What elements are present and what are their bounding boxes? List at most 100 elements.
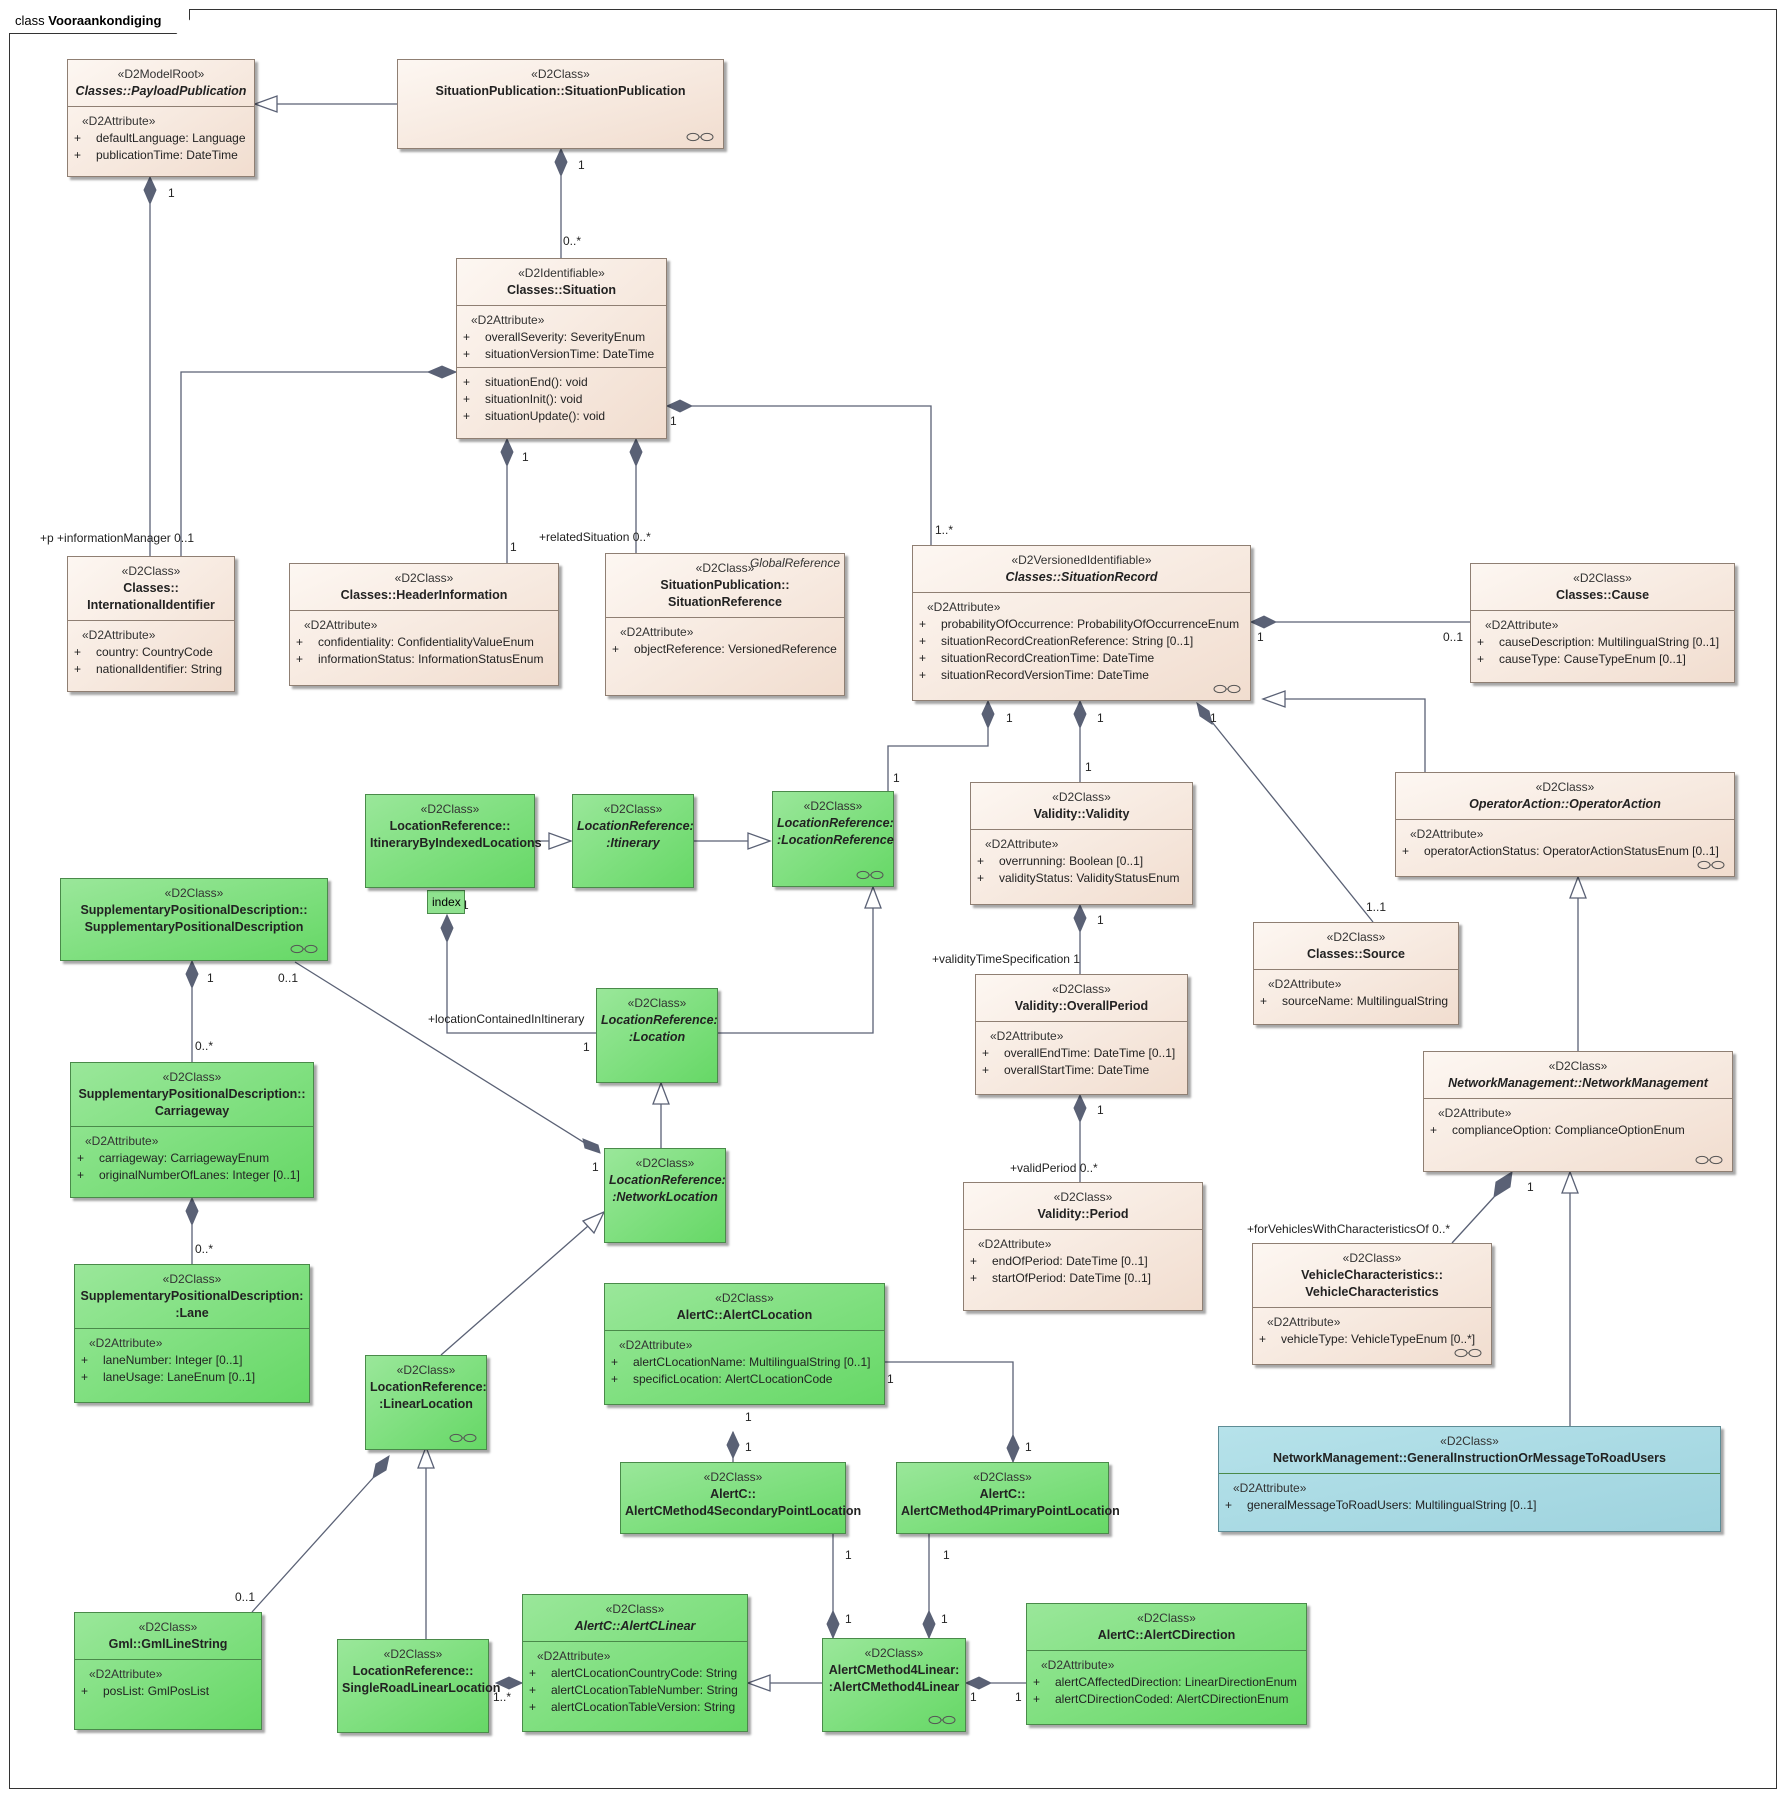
attribute-type: LaneEnum [0..1] bbox=[167, 1370, 256, 1384]
visibility: + bbox=[463, 347, 471, 361]
class-cause[interactable]: «D2Class»Classes::Cause«D2Attribute»+cau… bbox=[1470, 563, 1735, 683]
attribute-row: +situationRecordCreationReference: Strin… bbox=[919, 633, 1244, 650]
composition-diamond bbox=[554, 147, 568, 178]
class-name: LocationReference: :LocationReference bbox=[777, 816, 894, 847]
class-alert-c-method4-secondary-point-location[interactable]: «D2Class»AlertC:: AlertCMethod4Secondary… bbox=[620, 1462, 861, 1534]
attribute-name: vehicleType: bbox=[1281, 1332, 1348, 1346]
class-name: LocationReference: :LinearLocation bbox=[370, 1380, 487, 1411]
multiplicity-label: 1 bbox=[1257, 630, 1264, 644]
class-network-location[interactable]: «D2Class»LocationReference: :NetworkLoca… bbox=[604, 1148, 726, 1243]
class-header: «D2ModelRoot»Classes::PayloadPublication bbox=[68, 60, 254, 106]
class-stereotype: «D2Class» bbox=[420, 802, 480, 816]
attribute-row: +vehicleType: VehicleTypeEnum [0..*] bbox=[1259, 1331, 1485, 1348]
attribute-compartment: «D2Attribute»+generalMessageToRoadUsers:… bbox=[1219, 1473, 1720, 1518]
attribute-compartment: «D2Attribute»+posList: GmlPosList bbox=[75, 1659, 261, 1704]
class-single-road-linear-location[interactable]: «D2Class»LocationReference:: SingleRoadL… bbox=[337, 1639, 500, 1733]
visibility: + bbox=[296, 652, 304, 666]
attribute-compartment: «D2Attribute»+probabilityOfOccurrence: P… bbox=[913, 592, 1250, 688]
visibility: + bbox=[919, 634, 927, 648]
class-payload-publication[interactable]: «D2ModelRoot»Classes::PayloadPublication… bbox=[67, 59, 255, 177]
attribute-compartment: «D2Attribute»+overallSeverity: SeverityE… bbox=[457, 305, 666, 367]
class-alert-c-linear[interactable]: «D2Class»AlertC::AlertCLinear«D2Attribut… bbox=[522, 1594, 748, 1732]
edge-operatoraction-sitrecord bbox=[1263, 698, 1426, 772]
class-overall-period[interactable]: «D2Class»Validity::OverallPeriod«D2Attri… bbox=[975, 974, 1188, 1095]
class-situation-publication[interactable]: «D2Class»SituationPublication::Situation… bbox=[397, 59, 724, 149]
multiplicity-label: 1..* bbox=[935, 523, 954, 537]
composition-diamond bbox=[1006, 1433, 1020, 1464]
class-source[interactable]: «D2Class»Classes::Source«D2Attribute»+so… bbox=[1253, 922, 1459, 1025]
edge-itinindexed-location bbox=[446, 942, 597, 1034]
generalization-arrow bbox=[253, 95, 278, 113]
class-itinerary[interactable]: «D2Class»LocationReference: :Itinerary bbox=[572, 794, 694, 888]
class-name: Validity::Period bbox=[1037, 1207, 1129, 1221]
edge-sitrecord-source bbox=[1211, 721, 1374, 923]
class-carriageway[interactable]: «D2Class»SupplementaryPositionalDescript… bbox=[70, 1062, 314, 1198]
attribute-name: probabilityOfOccurrence: bbox=[941, 617, 1074, 631]
class-alert-c-method4-linear[interactable]: «D2Class»AlertCMethod4Linear: :AlertCMet… bbox=[822, 1638, 966, 1732]
linked-element-icon bbox=[928, 1715, 956, 1725]
visibility: + bbox=[970, 1271, 978, 1285]
class-gml-line-string[interactable]: «D2Class»Gml::GmlLineString«D2Attribute»… bbox=[74, 1612, 262, 1730]
multiplicity-label: 0..1 bbox=[1443, 630, 1464, 644]
attribute-row: +alertCLocationTableVersion: String bbox=[529, 1699, 741, 1716]
attribute-name: carriageway: bbox=[99, 1151, 168, 1165]
class-header: «D2Class»LocationReference: :Itinerary bbox=[573, 795, 694, 858]
class-header: «D2Class»SituationPublication:: Situatio… bbox=[606, 554, 844, 617]
attribute-compartment: «D2Attribute»+laneNumber: Integer [0..1]… bbox=[75, 1328, 309, 1390]
class-linear-location[interactable]: «D2Class»LocationReference: :LinearLocat… bbox=[365, 1355, 487, 1450]
attribute-row: +situationVersionTime: DateTime bbox=[463, 346, 660, 363]
generalization-arrow bbox=[747, 832, 772, 850]
multiplicity-label: 1 bbox=[168, 186, 175, 200]
class-operator-action[interactable]: «D2Class»OperatorAction::OperatorAction«… bbox=[1395, 772, 1735, 877]
class-location[interactable]: «D2Class»LocationReference: :Location bbox=[596, 988, 718, 1083]
class-validity[interactable]: «D2Class»Validity::Validity«D2Attribute»… bbox=[970, 782, 1193, 905]
attribute-row: +operatorActionStatus: OperatorActionSta… bbox=[1402, 843, 1728, 860]
attribute-type: LinearDirectionEnum bbox=[1184, 1675, 1297, 1689]
class-name: VehicleCharacteristics:: VehicleCharacte… bbox=[1301, 1268, 1443, 1299]
class-lane[interactable]: «D2Class»SupplementaryPositionalDescript… bbox=[74, 1264, 310, 1403]
class-supplementary-positional-description[interactable]: «D2Class»SupplementaryPositionalDescript… bbox=[60, 878, 328, 961]
class-header: «D2Class»Classes::HeaderInformation bbox=[290, 564, 558, 610]
attribute-compartment: «D2Attribute»+causeDescription: Multilin… bbox=[1471, 610, 1734, 672]
class-international-identifier[interactable]: «D2Class»Classes:: InternationalIdentifi… bbox=[67, 556, 235, 692]
class-itinerary-by-indexed-locations[interactable]: «D2Class»LocationReference:: ItineraryBy… bbox=[365, 794, 542, 888]
visibility: + bbox=[81, 1370, 89, 1384]
visibility: + bbox=[919, 617, 927, 631]
attribute-name: objectReference: bbox=[634, 642, 725, 656]
role-label: +locationContainedInItinerary bbox=[428, 1012, 585, 1026]
attribute-stereotype: «D2Attribute» bbox=[927, 600, 1001, 614]
visibility: + bbox=[74, 645, 82, 659]
role-label: +p +informationManager 0..1 bbox=[40, 531, 195, 545]
class-header: «D2Class»NetworkManagement::GeneralInstr… bbox=[1219, 1427, 1720, 1473]
class-situation-reference[interactable]: GlobalReference«D2Class»SituationPublica… bbox=[605, 553, 845, 696]
multiplicity-label: 1 bbox=[522, 450, 529, 464]
attribute-name: generalMessageToRoadUsers: bbox=[1247, 1498, 1412, 1512]
class-stereotype: «D2Class» bbox=[394, 571, 454, 585]
class-period[interactable]: «D2Class»Validity::Period«D2Attribute»+e… bbox=[963, 1182, 1203, 1311]
class-header: «D2Class»SituationPublication::Situation… bbox=[398, 60, 723, 106]
class-general-instruction-or-message-to-road-users[interactable]: «D2Class»NetworkManagement::GeneralInstr… bbox=[1218, 1426, 1721, 1532]
class-stereotype: «D2Class» bbox=[703, 1470, 763, 1484]
linked-element-icon bbox=[449, 1433, 477, 1443]
attribute-name: sourceName: bbox=[1282, 994, 1354, 1008]
class-header: «D2Class»SupplementaryPositionalDescript… bbox=[61, 879, 327, 942]
class-location-reference[interactable]: «D2Class»LocationReference: :LocationRef… bbox=[772, 791, 894, 887]
class-situation-record[interactable]: «D2VersionedIdentifiable»Classes::Situat… bbox=[912, 545, 1251, 701]
class-alert-c-location[interactable]: «D2Class»AlertC::AlertCLocation«D2Attrib… bbox=[604, 1283, 885, 1405]
class-header-information[interactable]: «D2Class»Classes::HeaderInformation«D2At… bbox=[289, 563, 559, 686]
attribute-row: +alertCLocationName: MultilingualString … bbox=[611, 1354, 878, 1371]
class-name: SupplementaryPositionalDescription:: Sup… bbox=[80, 903, 308, 934]
visibility: + bbox=[982, 1063, 990, 1077]
multiplicity-label: 1 bbox=[1097, 1103, 1104, 1117]
class-stereotype: «D2Class» bbox=[1326, 930, 1386, 944]
visibility: + bbox=[611, 1355, 619, 1369]
multiplicity-label: 1 bbox=[970, 1690, 977, 1704]
class-alert-c-method4-primary-point-location[interactable]: «D2Class»AlertC:: AlertCMethod4PrimaryPo… bbox=[896, 1462, 1120, 1534]
class-vehicle-characteristics[interactable]: «D2Class»VehicleCharacteristics:: Vehicl… bbox=[1252, 1243, 1492, 1365]
class-stereotype: «D2Class» bbox=[1548, 1059, 1608, 1073]
class-situation[interactable]: «D2Identifiable»Classes::Situation«D2Att… bbox=[456, 258, 667, 439]
class-network-management[interactable]: «D2Class»NetworkManagement::NetworkManag… bbox=[1423, 1051, 1733, 1172]
multiplicity-label: 0..* bbox=[195, 1242, 214, 1256]
attribute-row: +causeDescription: MultilingualString [0… bbox=[1477, 634, 1728, 651]
class-alert-c-direction[interactable]: «D2Class»AlertC::AlertCDirection«D2Attri… bbox=[1026, 1603, 1307, 1725]
